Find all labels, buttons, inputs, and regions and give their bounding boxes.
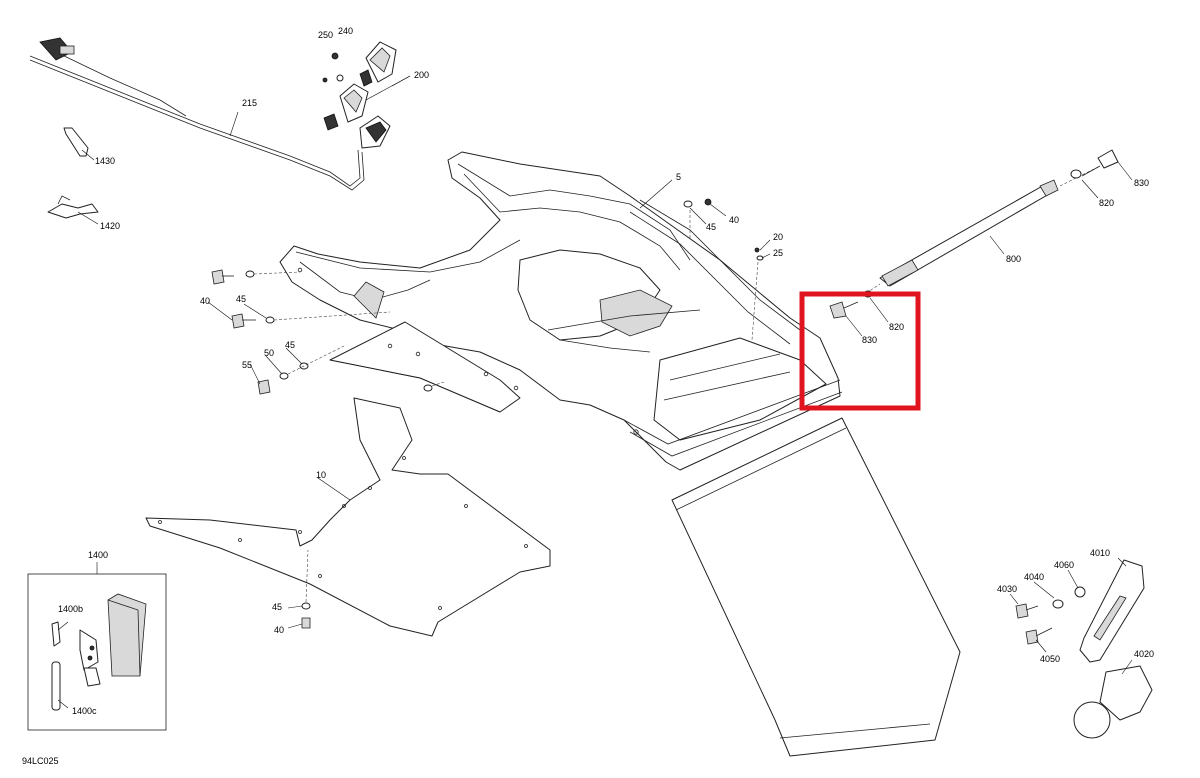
hex-key xyxy=(63,127,89,157)
label-40-top: 40 xyxy=(729,215,739,225)
label-820-top: 820 xyxy=(1099,198,1114,208)
label-1400b: 1400b xyxy=(58,604,83,614)
label-40-left: 40 xyxy=(200,296,210,306)
label-250: 250 xyxy=(318,30,333,40)
label-4030: 4030 xyxy=(997,584,1017,594)
label-40-plate: 40 xyxy=(274,625,284,635)
axle-rod xyxy=(829,149,1119,319)
hardware-left xyxy=(211,269,445,395)
label-4050: 4050 xyxy=(1040,654,1060,664)
diagram-code: 94LC025 xyxy=(22,756,59,766)
mud-flap xyxy=(671,417,961,757)
label-4040: 4040 xyxy=(1024,572,1044,582)
label-240: 240 xyxy=(338,26,353,36)
lower-skid-plate xyxy=(145,397,551,637)
label-45-mid: 45 xyxy=(285,340,295,350)
label-820-box: 820 xyxy=(889,322,904,332)
label-50: 50 xyxy=(264,348,274,358)
label-4010: 4010 xyxy=(1090,548,1110,558)
hardware-plate xyxy=(301,549,311,629)
ball-mount-bracket xyxy=(1015,559,1153,739)
part-labels: 5 10 20 25 40 40 40 45 45 45 45 50 55 20… xyxy=(58,26,1154,716)
label-55: 55 xyxy=(242,360,252,370)
label-45-plate: 45 xyxy=(272,602,282,612)
label-1400: 1400 xyxy=(88,550,108,560)
label-1430: 1430 xyxy=(95,156,115,166)
label-215: 215 xyxy=(242,98,257,108)
label-1400c: 1400c xyxy=(72,706,97,716)
label-4020: 4020 xyxy=(1134,649,1154,659)
rear-frame-bracket xyxy=(279,151,843,471)
label-800: 800 xyxy=(1006,254,1021,264)
leader-lines xyxy=(57,75,1133,709)
label-20: 20 xyxy=(773,232,783,242)
label-45-top: 45 xyxy=(706,222,716,232)
hardware-top xyxy=(683,198,764,341)
label-200: 200 xyxy=(414,70,429,80)
label-830-top: 830 xyxy=(1134,178,1149,188)
tail-lights xyxy=(322,41,397,149)
label-45-left: 45 xyxy=(236,294,246,304)
retaining-clip xyxy=(47,195,99,219)
kit-1400-box xyxy=(27,562,167,731)
wiring-harness xyxy=(29,37,365,191)
label-1420: 1420 xyxy=(100,221,120,231)
label-830-box: 830 xyxy=(862,335,877,345)
label-5: 5 xyxy=(676,172,681,182)
highlight-box xyxy=(799,291,921,411)
label-25: 25 xyxy=(773,248,783,258)
label-10: 10 xyxy=(316,470,326,480)
label-4060: 4060 xyxy=(1054,560,1074,570)
